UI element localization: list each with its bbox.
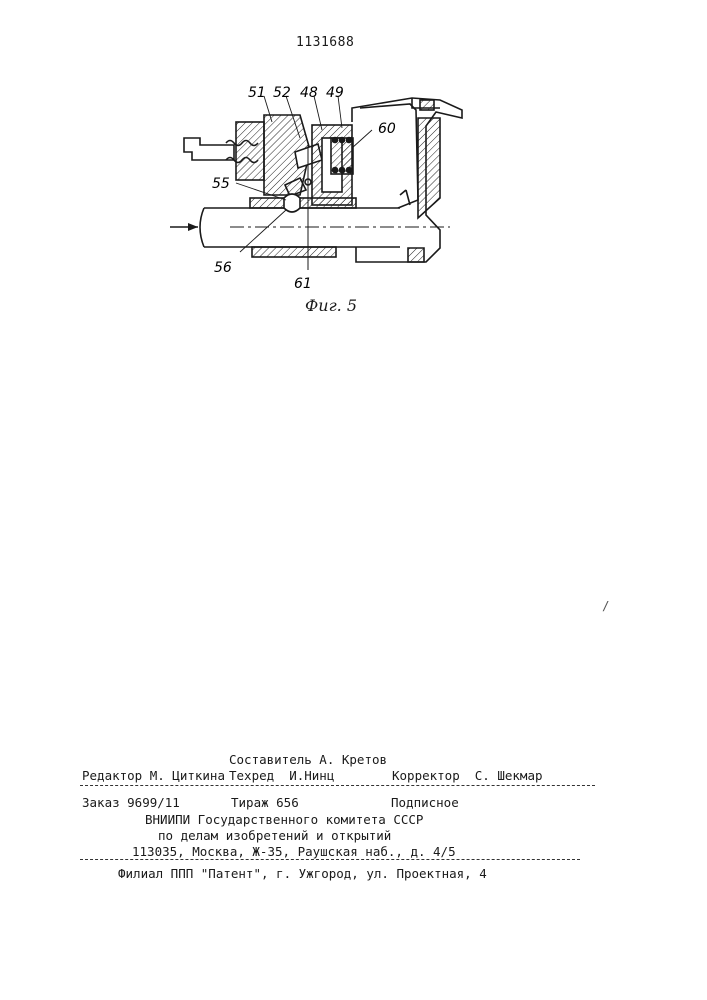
label-48: 48: [300, 85, 318, 101]
subscription: Подписное: [391, 795, 459, 810]
techred-line: Техред И.Нинц: [229, 768, 334, 783]
org-line-1: ВНИИПИ Государственного комитета СССР: [145, 812, 423, 827]
label-51: 51: [248, 85, 266, 101]
compiler-line: Составитель А. Кретов: [229, 752, 387, 767]
label-60: 60: [378, 121, 396, 137]
org-line-2: по делам изобретений и открытий: [158, 828, 391, 843]
figure-caption: Фиг. 5: [305, 296, 357, 315]
order-number: Заказ 9699/11: [82, 795, 180, 810]
stray-mark: /: [602, 598, 610, 613]
editor-line: Редактор М. Циткина: [82, 768, 225, 783]
branch-line: Филиал ППП "Патент", г. Ужгород, ул. Про…: [118, 866, 487, 881]
technical-drawing: 51 52 48 49 60 55 56 61: [0, 0, 707, 340]
divider: [80, 859, 580, 860]
label-55: 55: [212, 176, 230, 192]
divider: [80, 785, 595, 786]
address-line: 113035, Москва, Ж-35, Раушская наб., д. …: [132, 844, 456, 859]
corrector-line: Корректор С. Шекмар: [392, 768, 543, 783]
label-56: 56: [214, 260, 232, 276]
label-49: 49: [326, 85, 344, 101]
label-61: 61: [294, 276, 312, 292]
circulation: Тираж 656: [231, 795, 299, 810]
label-52: 52: [273, 85, 291, 101]
